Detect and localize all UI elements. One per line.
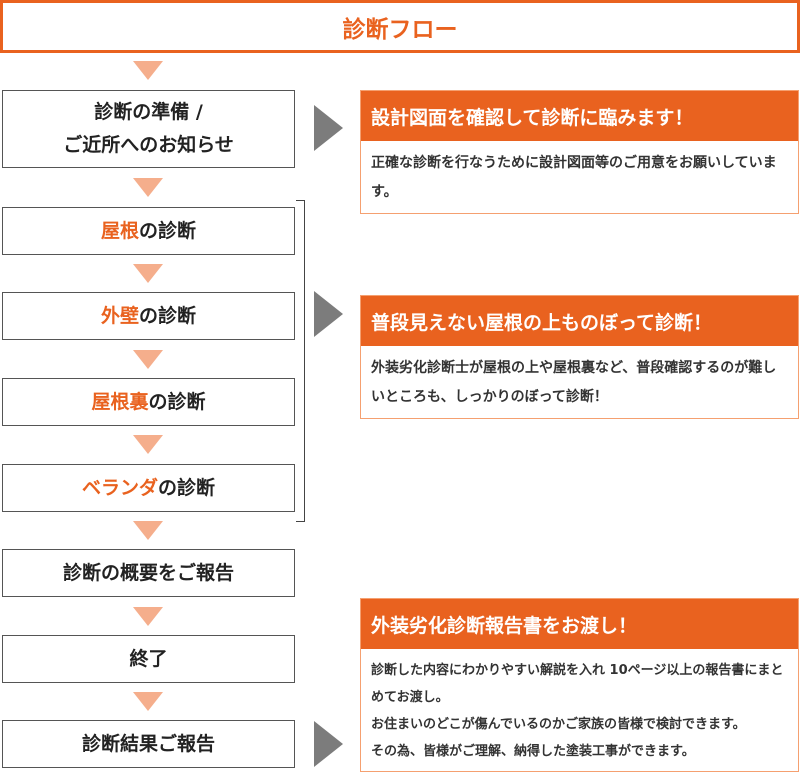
step-label: 診断の概要をご報告 [62, 561, 234, 584]
step-label: の診断 [139, 219, 197, 242]
step-attic: 屋根裏の診断 [2, 378, 295, 426]
card-body-line: お住まいのどこが傷んでいるのかご家族の皆様で検討できます。 [371, 717, 746, 732]
step-label: の診断 [139, 304, 197, 327]
card-body: 外装劣化診断士が屋根の上や屋根裏など、普段確認するのが難しいところも、しっかりの… [371, 360, 777, 405]
card-body-line: 診断した内容にわかりやすい解説を入れ 10ページ以上の報告書にまとめてお渡し。 [371, 663, 784, 705]
right-arrow-icon [314, 105, 343, 151]
card-heading: 外装劣化診断報告書をお渡し！ [361, 599, 798, 649]
step-end: 終了 [2, 635, 295, 683]
step-highlight: 屋根裏 [91, 390, 149, 413]
flow-title: 診断フロー [0, 0, 800, 53]
card-heading: 設計図面を確認して診断に臨みます！ [361, 91, 798, 141]
down-arrow-icon [133, 692, 163, 711]
right-arrow-icon [314, 291, 343, 337]
down-arrow-icon [133, 435, 163, 454]
down-arrow-icon [133, 264, 163, 283]
step-roof: 屋根の診断 [2, 207, 295, 255]
step-wall: 外壁の診断 [2, 292, 295, 340]
step-label: の診断 [158, 476, 216, 499]
info-card-report: 外装劣化診断報告書をお渡し！ 診断した内容にわかりやすい解説を入れ 10ページ以… [360, 598, 799, 772]
step-highlight: 外壁 [100, 304, 139, 327]
down-arrow-icon [133, 521, 163, 540]
down-arrow-icon [133, 607, 163, 626]
step-label: 診断の準備 / [94, 101, 203, 123]
card-body: 正確な診断を行なうために設計図面等のご用意をお願いしています。 [371, 155, 777, 200]
info-card-drawings: 設計図面を確認して診断に臨みます！ 正確な診断を行なうために設計図面等のご用意を… [360, 90, 799, 214]
step-summary: 診断の概要をご報告 [2, 549, 295, 597]
down-arrow-icon [133, 61, 163, 80]
step-label: の診断 [148, 390, 206, 413]
step-highlight: 屋根 [100, 219, 139, 242]
step-preparation: 診断の準備 / ご近所へのお知らせ [2, 90, 295, 168]
info-card-roof: 普段見えない屋根の上ものぼって診断！ 外装劣化診断士が屋根の上や屋根裏など、普段… [360, 295, 799, 419]
right-arrow-icon [314, 721, 343, 767]
step-label: 診断結果ご報告 [81, 732, 215, 755]
down-arrow-icon [133, 178, 163, 197]
step-highlight: ベランダ [81, 476, 158, 499]
group-bracket [296, 200, 305, 522]
card-body-line: その為、皆様がご理解、納得した塗装工事ができます。 [371, 744, 695, 759]
down-arrow-icon [133, 350, 163, 369]
step-veranda: ベランダの診断 [2, 464, 295, 512]
step-label-line2: ご近所へのお知らせ [63, 134, 234, 156]
step-label: 終了 [129, 647, 168, 670]
card-heading: 普段見えない屋根の上ものぼって診断！ [361, 296, 798, 346]
step-report: 診断結果ご報告 [2, 720, 295, 768]
